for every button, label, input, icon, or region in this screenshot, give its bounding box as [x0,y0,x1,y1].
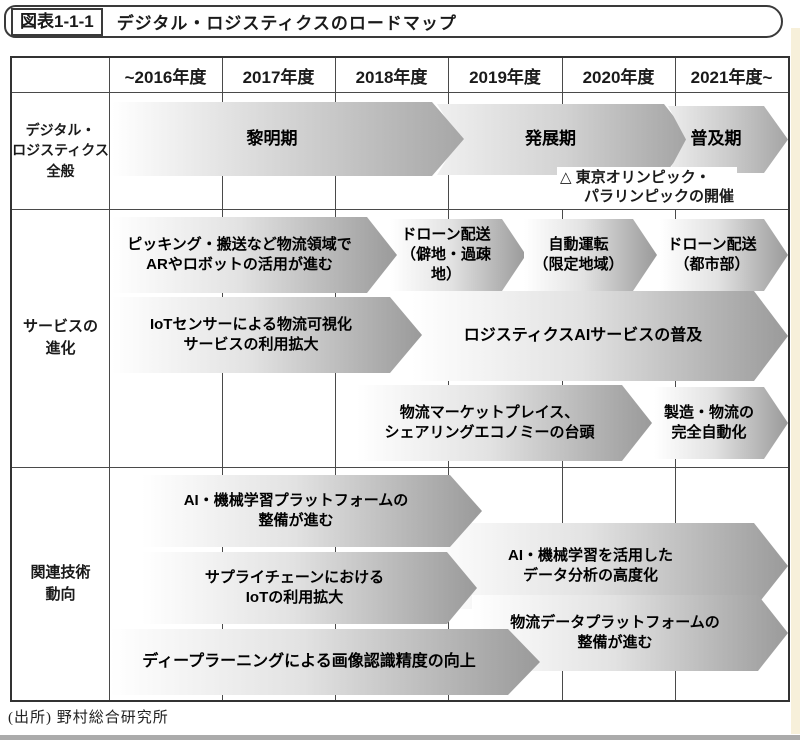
arrow-ai-data-analysis: AI・機械学習を活用した データ分析の高度化 [427,523,788,609]
figure-title-box: 図表1-1-1 デジタル・ロジスティクスのロードマップ [4,5,783,38]
page-edge-artifact [791,28,800,734]
arrow-logistics-ai-service: ロジスティクスAIサービスの普及 [412,291,788,381]
grid-vline [222,58,223,700]
arrow-ai-platform: AI・機械学習プラットフォームの 整備が進む [142,475,482,547]
arrow-drone-rural: ドローン配送 （僻地・過疎地） [390,219,526,291]
arrow-label: サプライチェーンにおける IoTの利用拡大 [204,568,385,606]
page-bottom-artifact [0,735,800,740]
grid-hline-header [12,92,788,93]
column-header-2019: 2019年度 [469,67,541,87]
arrow-label: 物流マーケットプレイス、 シェアリングエコノミーの台頭 [384,403,595,441]
arrow-autonomous-driving: 自動運転 （限定地域） [524,219,657,291]
column-header-2017: 2017年度 [242,67,315,87]
arrow-label: 自動運転 （限定地域） [533,235,624,273]
roadmap-table: ~2016年度 2017年度 2018年度 2019年度 2020年度 2021… [10,56,790,702]
figure-number-chip: 図表1-1-1 [11,7,103,36]
olympics-note: △ 東京オリンピック・ パラリンピックの開催 [557,167,738,209]
arrow-iot-sensor-visibility: IoTセンサーによる物流可視化 サービスの利用拡大 [112,297,422,373]
arrow-full-automation: 製造・物流の 完全自動化 [654,387,788,459]
row-label-service: サービスの 進化 [22,318,98,357]
column-header-2020: 2020年度 [582,67,655,87]
arrow-label: IoTセンサーによる物流可視化 サービスの利用拡大 [149,315,353,353]
arrow-label: 物流データプラットフォームの 整備が進む [510,613,720,651]
arrow-label: 黎明期 [246,128,298,148]
olympics-note-line2: パラリンピックの開催 [584,187,735,205]
row-label-technology: 関連技術 動向 [30,563,91,603]
column-header-2018: 2018年度 [355,67,428,87]
grid-vline [335,58,336,700]
column-header-2016: ~2016年度 [124,67,207,87]
arrow-label: 普及期 [690,129,742,149]
grid-vline [109,58,110,700]
arrow-label: ドローン配送 （僻地・過疎地） [400,225,491,284]
arrow-label: ドローン配送 （都市部） [667,235,757,273]
arrow-phase-development: 発展期 [437,104,692,175]
arrow-marketplace-sharing: 物流マーケットプレイス、 シェアリングエコノミーの台頭 [357,385,652,461]
arrow-supply-chain-iot: サプライチェーンにおける IoTの利用拡大 [142,552,477,624]
row-label-general: デジタル・ ロジスティクス 全般 [12,122,109,179]
figure-title: デジタル・ロジスティクスのロードマップ [116,14,457,33]
olympics-note-line1: △ 東京オリンピック・ [560,169,711,186]
arrow-label: 製造・物流の 完全自動化 [663,403,754,441]
grid-hline-row2 [12,467,788,468]
arrow-phase-spread: 普及期 [668,106,788,173]
arrow-picking-ar-robot: ピッキング・搬送など物流領域で ARやロボットの活用が進む [112,217,397,293]
arrow-label: AI・機械学習プラットフォームの 整備が進む [183,491,409,529]
arrow-drone-urban: ドローン配送 （都市部） [660,219,788,291]
arrow-label: ピッキング・搬送など物流領域で ARやロボットの活用が進む [127,235,352,273]
arrow-label: ディープラーニングによる画像認識精度の向上 [142,653,476,671]
arrow-phase-dawn: 黎明期 [112,102,464,176]
arrow-label: ロジスティクスAIサービスの普及 [463,327,703,345]
source-note: (出所) 野村総合研究所 [8,710,169,726]
arrow-label: AI・機械学習を活用した データ分析の高度化 [507,546,673,584]
grid-hline-row1 [12,209,788,210]
arrow-label: 発展期 [525,129,576,149]
arrow-deep-learning: ディープラーニングによる画像認識精度の向上 [110,629,540,695]
column-header-2021: 2021年度~ [690,67,773,87]
